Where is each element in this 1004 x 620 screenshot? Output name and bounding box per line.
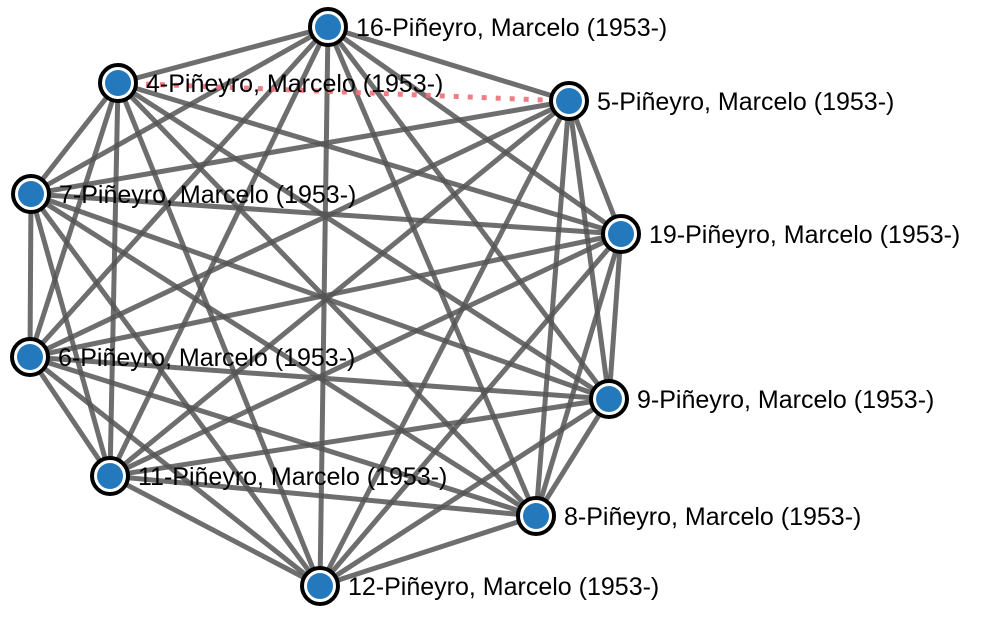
node-8[interactable] (523, 503, 549, 529)
edge-16-11 (107, 25, 331, 478)
edge-16-19 (326, 24, 623, 237)
edge-7-19 (30, 191, 622, 237)
edges-layer (27, 24, 624, 589)
node-16[interactable] (315, 14, 341, 40)
edge-16-9 (326, 25, 611, 401)
edge-19-6 (29, 231, 622, 360)
node-11[interactable] (97, 463, 123, 489)
node-16-label: 16-Piñeyro, Marcelo (1953-) (356, 14, 667, 42)
edge-5-19 (566, 100, 624, 235)
node-6[interactable] (17, 344, 43, 370)
edge-9-8 (533, 397, 612, 518)
nodes-layer (10, 7, 641, 606)
edge-6-11 (27, 355, 113, 478)
edge-4-5 (117, 80, 570, 104)
edge-19-8 (533, 233, 624, 517)
edge-5-12 (317, 99, 572, 588)
edge-5-8 (533, 100, 572, 517)
edge-11-12 (108, 473, 322, 589)
node-9-label: 9-Piñeyro, Marcelo (1953-) (637, 386, 934, 414)
node-19-label: 19-Piñeyro, Marcelo (1953-) (649, 221, 960, 249)
node-4-label: 4-Piñeyro, Marcelo (1953-) (146, 70, 443, 98)
edge-7-6 (27, 193, 34, 358)
edge-8-12 (319, 513, 537, 589)
edge-19-11 (108, 231, 623, 479)
edge-19-9 (606, 233, 624, 400)
labels-layer: 16-Piñeyro, Marcelo (1953-) 4-Piñeyro, Ma… (58, 14, 960, 601)
node-7-label: 7-Piñeyro, Marcelo (1953-) (59, 181, 356, 209)
edge-19-12 (318, 232, 623, 588)
node-12-label: 12-Piñeyro, Marcelo (1953-) (348, 573, 659, 601)
edge-16-4 (117, 24, 329, 86)
edge-6-9 (29, 354, 610, 402)
edge-16-12 (317, 26, 331, 587)
node-6-label: 6-Piñeyro, Marcelo (1953-) (58, 344, 355, 372)
edge-11-8 (109, 473, 537, 519)
node-12[interactable] (307, 573, 333, 599)
node-4[interactable] (105, 70, 131, 96)
node-19[interactable] (608, 221, 634, 247)
node-9[interactable] (596, 386, 622, 412)
edge-6-8 (29, 354, 537, 519)
edge-6-12 (28, 355, 322, 588)
edge-7-8 (29, 191, 538, 519)
edge-16-7 (29, 24, 330, 197)
edge-4-7 (29, 81, 120, 196)
node-5-label: 5-Piñeyro, Marcelo (1953-) (597, 88, 894, 116)
edge-5-7 (30, 98, 570, 197)
edge-9-11 (109, 396, 610, 479)
edge-4-11 (107, 82, 121, 477)
node-11-label: 11-Piñeyro, Marcelo (1953-) (138, 463, 447, 491)
edge-9-12 (318, 396, 611, 589)
edge-4-19 (117, 80, 622, 237)
edge-5-11 (108, 99, 571, 478)
edge-16-6 (28, 25, 330, 359)
edge-7-11 (28, 193, 113, 477)
edge-7-12 (28, 192, 323, 588)
node-8-label: 8-Piñeyro, Marcelo (1953-) (564, 503, 861, 531)
node-7[interactable] (18, 181, 44, 207)
edge-16-5 (327, 24, 570, 104)
node-5[interactable] (556, 88, 582, 114)
edge-4-12 (115, 82, 323, 587)
